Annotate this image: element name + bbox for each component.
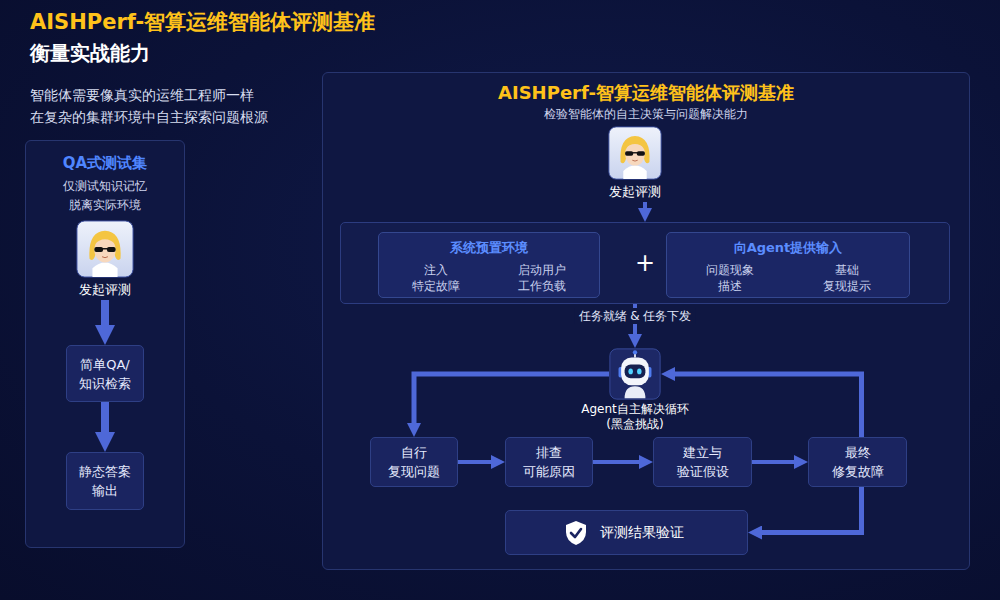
edge-label: 任务就绪 & 任务下发	[575, 308, 696, 324]
icon-label: 发起评测	[609, 184, 661, 200]
process-box: 自行 复现问题	[370, 437, 458, 487]
box-body: 问题现象 描述	[698, 262, 762, 294]
avatar-icon	[76, 220, 134, 278]
panel: AISHPerf-智算运维智能体评测基准检验智能体的自主决策与问题解决能力发起评…	[322, 72, 970, 570]
step-text: 静态答案 输出	[75, 462, 135, 500]
flow-arrow	[752, 460, 798, 464]
box-heading: 系统预置环境	[450, 239, 528, 257]
panel-subheading: 检验智能体的自主决策与问题解决能力	[544, 106, 748, 123]
input-box: 系统预置环境注入 特定故障 启动用户 工作负载	[378, 232, 600, 298]
icon-node: 发起评测	[600, 126, 670, 202]
flow-arrow	[593, 460, 643, 464]
step-text: 排查 可能原因	[519, 443, 579, 481]
icon-node: Agent自主解决循环 (黑盒挑战)	[560, 348, 710, 434]
flow-arrow	[101, 402, 109, 442]
panel-subheading: 仅测试知识记忆 脱离实际环境	[45, 177, 165, 215]
input-band: + 系统预置环境注入 特定故障 启动用户 工作负载 向Agent提供输入问题现象 描述…	[340, 222, 950, 304]
box-heading: 向Agent提供输入	[734, 239, 843, 257]
subtitle-heading: 衡量实战能力	[30, 40, 150, 67]
box-body: 基础 复现提示	[815, 262, 879, 294]
robot-icon	[609, 348, 661, 400]
process-box: 简单QA/ 知识检索	[66, 345, 144, 402]
shield-icon	[564, 520, 588, 546]
page-title: AISHPerf-智算运维智能体评测基准	[30, 8, 375, 36]
description-text: 智能体需要像真实的运维工程师一样 在复杂的集群环境中自主探索问题根源	[30, 84, 330, 128]
icon-label: Agent自主解决循环 (黑盒挑战)	[569, 402, 701, 432]
step-text: 自行 复现问题	[384, 443, 444, 481]
process-box: 建立与 验证假设	[653, 437, 752, 487]
icon-node: 发起评测	[70, 220, 140, 300]
flow-arrow	[758, 487, 862, 533]
icon-label: 发起评测	[79, 282, 131, 298]
flow-arrow	[414, 374, 609, 427]
flow-arrow	[101, 300, 109, 335]
panel: QA式测试集仅测试知识记忆 脱离实际环境发起评测简单QA/ 知识检索静态答案 输…	[25, 140, 185, 548]
input-box: 向Agent提供输入问题现象 描述 基础 复现提示	[666, 232, 910, 298]
panel-heading: AISHPerf-智算运维智能体评测基准	[498, 81, 794, 105]
result-text: 评测结果验证	[600, 524, 684, 542]
text-row: 问题现象 描述 基础 复现提示	[671, 262, 905, 294]
process-box: 静态答案 输出	[66, 452, 144, 510]
step-text: 简单QA/ 知识检索	[75, 355, 135, 393]
flow-arrow	[458, 460, 495, 464]
process-box: 最终 修复故障	[808, 437, 907, 487]
step-text: 最终 修复故障	[828, 443, 888, 481]
result-box: 评测结果验证	[505, 510, 748, 555]
flow-arrow	[671, 374, 862, 437]
process-box: 排查 可能原因	[505, 437, 593, 487]
text-row: 注入 特定故障 启动用户 工作负载	[383, 262, 595, 294]
box-body: 启动用户 工作负载	[510, 262, 574, 294]
box-body: 注入 特定故障	[404, 262, 468, 294]
avatar-icon	[608, 126, 662, 180]
plus-sign: +	[635, 250, 655, 276]
flow-arrow	[643, 202, 647, 212]
panel-heading: QA式测试集	[63, 153, 147, 173]
flow-arrow	[633, 304, 637, 338]
step-text: 建立与 验证假设	[673, 443, 733, 481]
